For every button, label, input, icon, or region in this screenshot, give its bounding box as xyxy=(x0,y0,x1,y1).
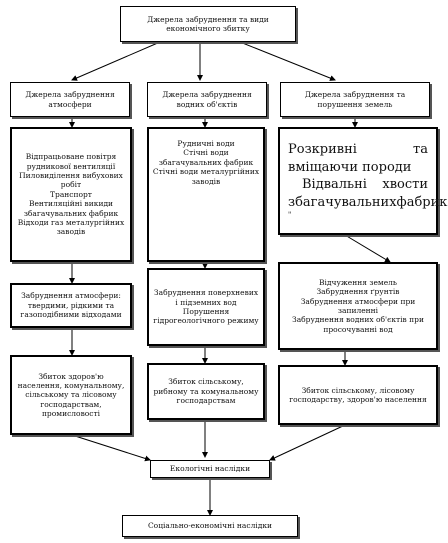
arrow-atm-damage-to-eco xyxy=(71,434,151,462)
atmosphere-source-5: Відходи газ металургійних заводів xyxy=(17,217,125,237)
atmosphere-source-4: Вентиляційні викиди збагачувальних фабри… xyxy=(23,199,119,218)
header-land-text: Джерела забруднення та порушення земель xyxy=(304,90,406,109)
land-source-line-1: Розкривні та xyxy=(288,142,428,158)
atmosphere-sources-box: Відпрацьоване повітря рудникової вентиля… xyxy=(10,127,132,262)
water-source-3: Стічні води металургійних заводів xyxy=(152,167,260,186)
atmosphere-pollution-text: Забруднення атмосфери: твердими, рідкими… xyxy=(20,291,122,320)
socio-economic-consequences-box: Соціально-економічні наслідки xyxy=(122,515,298,537)
water-damage-text: Збиток сільському, рибному та комунально… xyxy=(153,377,259,406)
land-source-line-4: збагачувальних фабрик xyxy=(288,194,448,210)
land-source-line-3: Відвальні хвости xyxy=(302,177,428,193)
header-water: Джерела забруднення водних об'єктів xyxy=(147,82,267,117)
top-box-text: Джерела забруднення та види економічного… xyxy=(147,14,269,33)
water-pollution-text: Забруднення поверхневих і підземних вод … xyxy=(153,288,259,326)
water-source-2: Стічні води збагачувальних фабрик xyxy=(158,148,254,167)
land-pollution-4: Забруднення водних об'єктів при просочув… xyxy=(292,315,424,334)
water-pollution-box: Забруднення поверхневих і підземних вод … xyxy=(147,268,265,346)
land-pollution-1: Відчуження земель xyxy=(319,277,397,287)
water-source-1: Рудничні води xyxy=(177,139,235,148)
header-atmosphere-text: Джерела забруднення атмосфери xyxy=(25,90,115,109)
water-sources-box: Рудничні води Стічні води збагачувальних… xyxy=(147,127,265,262)
arrow-top-to-atmosphere xyxy=(71,41,161,81)
header-land: Джерела забруднення та порушення земель xyxy=(280,82,430,117)
land-source-line-2: вміщаючи породи xyxy=(288,159,412,175)
atmosphere-source-2: Пиловиділення вибухових робіт xyxy=(19,171,123,190)
arrow-land-damage-to-eco xyxy=(269,424,346,461)
atmosphere-damage-text: Збиток здоров'ю населення, комунальному,… xyxy=(17,371,125,419)
atmosphere-pollution-box: Забруднення атмосфери: твердими, рідкими… xyxy=(10,283,132,328)
land-pollution-box: Відчуження земель Забруднення ґрунтів За… xyxy=(278,262,438,350)
land-pollution-3: Забруднення атмосфери при запиленні xyxy=(300,296,416,315)
header-atmosphere: Джерела забруднення атмосфери xyxy=(10,82,130,117)
socio-economic-consequences-text: Соціально-економічні наслідки xyxy=(147,521,273,531)
water-damage-box: Збиток сільському, рибному та комунально… xyxy=(147,363,265,420)
top-box-sources-and-damage: Джерела забруднення та види економічного… xyxy=(120,6,296,42)
ecological-consequences-box: Екологічні наслідки xyxy=(150,460,270,478)
arrow-top-to-land xyxy=(239,41,336,81)
arrow-land-sources-to-pollution xyxy=(344,234,391,263)
atmosphere-damage-box: Збиток здоров'ю населення, комунальному,… xyxy=(10,355,132,435)
land-damage-text: Збиток сільському, лісовому господарству… xyxy=(289,385,427,404)
land-pollution-2: Забруднення ґрунтів xyxy=(316,287,400,297)
atmosphere-source-3: Транспорт xyxy=(50,189,92,199)
atmosphere-source-1: Відпрацьоване повітря рудникової вентиля… xyxy=(25,152,117,171)
land-sources-box: Розкривні та вміщаючи породи Відвальні х… xyxy=(278,127,448,235)
header-water-text: Джерела забруднення водних об'єктів xyxy=(162,90,252,109)
land-source-mark: " xyxy=(288,211,292,220)
ecological-consequences-text: Екологічні наслідки xyxy=(169,464,251,474)
land-damage-box: Збиток сільському, лісовому господарству… xyxy=(278,365,438,425)
